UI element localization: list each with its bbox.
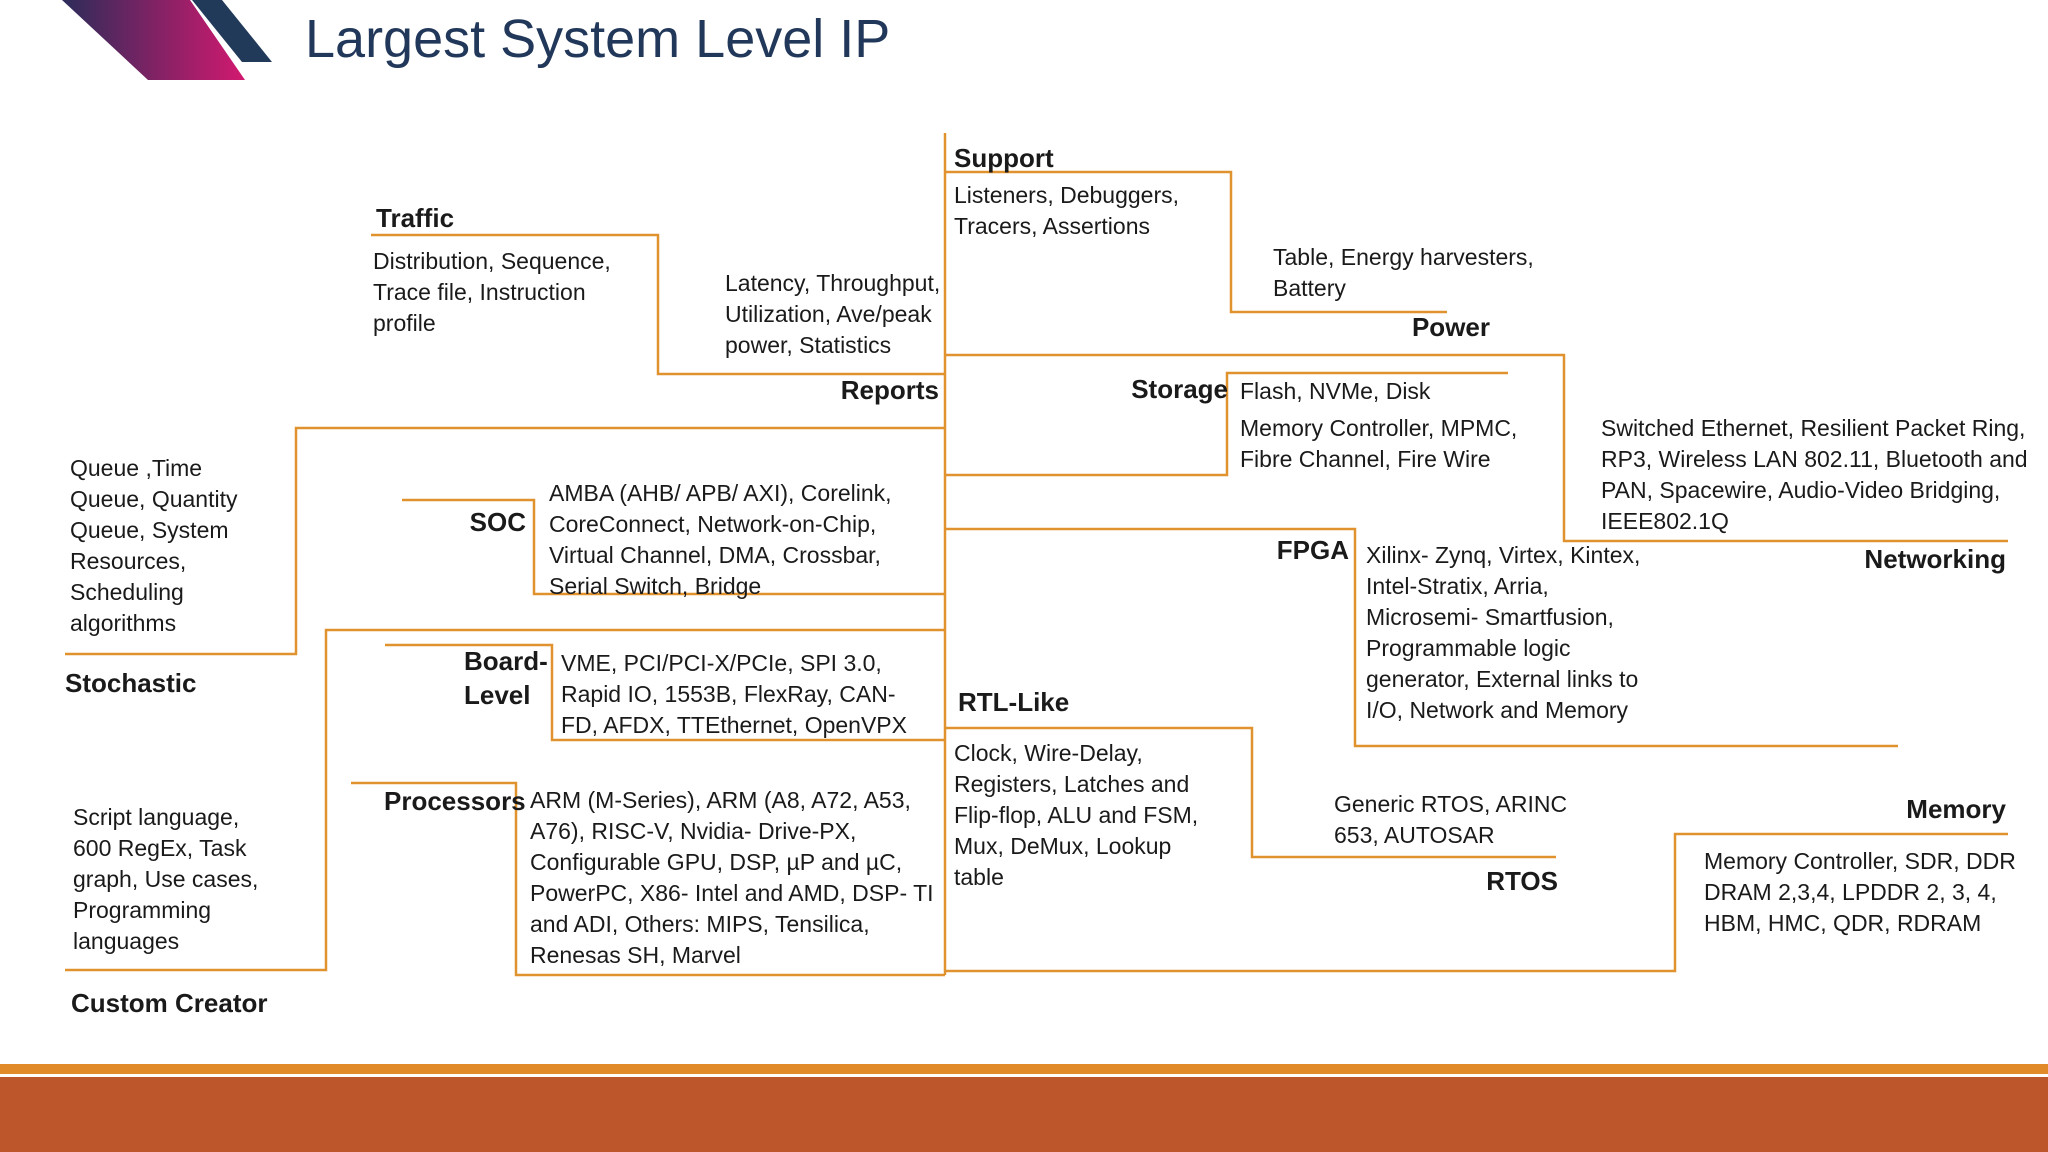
processors-label: Processors — [384, 786, 526, 816]
networking-connector — [945, 353, 2008, 543]
rtl-label: RTL-Like — [958, 687, 1070, 717]
rtos-label: RTOS — [1486, 866, 1558, 896]
fpga-label: FPGA — [1276, 535, 1349, 565]
storage-desc-2: Memory Controller, MPMC, Fibre Channel, … — [1240, 415, 1518, 472]
soc-label: SOC — [469, 507, 526, 537]
corner-logo — [62, 0, 272, 80]
memory-label: Memory — [1906, 794, 2006, 824]
soc-desc: AMBA (AHB/ APB/ AXI), Corelink, CoreConn… — [549, 480, 892, 599]
custom-label: Custom Creator — [71, 988, 268, 1018]
board-desc: VME, PCI/PCI-X/PCIe, SPI 3.0, Rapid IO, … — [561, 650, 907, 738]
fpga-connector — [945, 527, 1898, 748]
memory-desc: Memory Controller, SDR, DDR DRAM 2,3,4, … — [1704, 848, 2016, 936]
networking-desc: Switched Ethernet, Resilient Packet Ring… — [1601, 415, 2028, 534]
custom-connector — [65, 628, 945, 972]
board-label: Board- Level — [464, 646, 548, 710]
logo-stripe-gradient — [62, 0, 245, 80]
stochastic-connector — [65, 426, 945, 656]
storage-desc-1: Flash, NVMe, Disk — [1240, 378, 1431, 404]
reports-label: Reports — [840, 375, 939, 405]
processors-connector — [351, 781, 945, 977]
footer-accent-line — [0, 1064, 2048, 1074]
networking-label: Networking — [1864, 544, 2006, 574]
storage-connector — [945, 371, 1508, 477]
processors-desc: ARM (M-Series), ARM (A8, A72, A53, A76),… — [530, 787, 934, 968]
power-desc: Table, Energy harvesters, Battery — [1273, 244, 1534, 301]
traffic-label: Traffic — [376, 203, 455, 233]
traffic-desc: Distribution, Sequence, Trace file, Inst… — [373, 248, 611, 336]
logo-stripe-dark — [192, 0, 272, 62]
support-desc: Listeners, Debuggers, Tracers, Assertion… — [954, 182, 1180, 239]
board-connector — [385, 643, 945, 742]
custom-desc: Script language, 600 RegEx, Task graph, … — [73, 804, 259, 954]
slide-title: Largest System Level IP — [305, 9, 891, 69]
traffic-connector — [371, 233, 945, 376]
rtl-desc: Clock, Wire-Delay, Registers, Latches an… — [954, 740, 1199, 890]
memory-connector — [945, 832, 2008, 973]
stochastic-desc: Queue ,Time Queue, Quantity Queue, Syste… — [70, 455, 238, 636]
footer-bar — [0, 1077, 2048, 1152]
stochastic-label: Stochastic — [65, 668, 197, 698]
power-label: Power — [1411, 312, 1490, 342]
support-connector — [945, 170, 1447, 314]
soc-connector — [402, 498, 945, 596]
rtos-desc: Generic RTOS, ARINC 653, AUTOSAR — [1334, 791, 1568, 848]
rtos-connector — [945, 726, 1556, 859]
reports-desc: Latency, Throughput, Utilization, Ave/pe… — [725, 270, 941, 358]
fpga-desc: Xilinx- Zynq, Virtex, Kintex, Intel-Stra… — [1366, 542, 1641, 723]
support-label: Support — [954, 143, 1054, 173]
storage-label: Storage — [1131, 374, 1228, 404]
